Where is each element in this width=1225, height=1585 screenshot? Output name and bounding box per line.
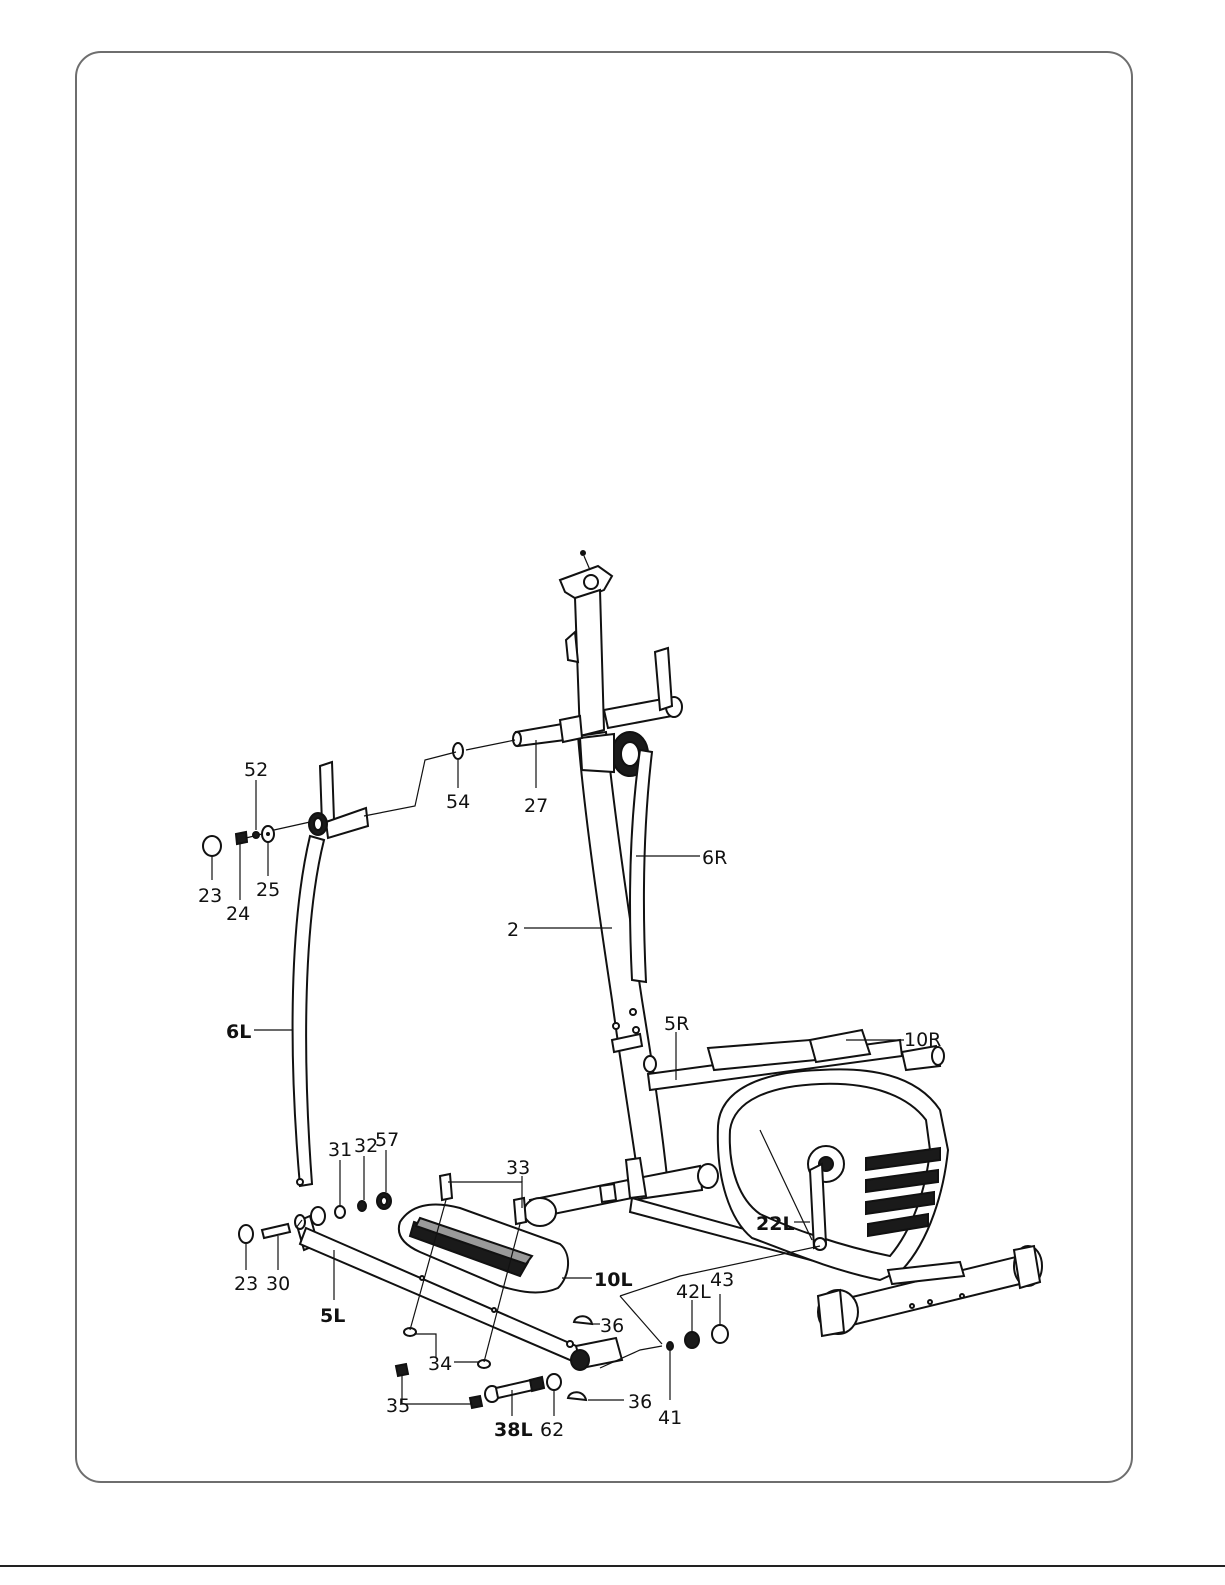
upper-arm-right <box>630 648 672 982</box>
callout-2: 2 <box>507 919 519 941</box>
callout-5L: 5L <box>320 1305 345 1327</box>
callout-35: 35 <box>386 1395 410 1417</box>
callout-6R: 6R <box>702 847 727 869</box>
callout-10R: 10R <box>904 1029 941 1051</box>
callout-54: 54 <box>446 791 470 813</box>
callout-36-lower: 36 <box>628 1391 652 1413</box>
callout-41: 41 <box>658 1407 682 1429</box>
callout-34: 34 <box>428 1353 452 1375</box>
callout-10L: 10L <box>594 1269 633 1291</box>
callout-23-top: 23 <box>198 885 222 907</box>
flywheel-shroud <box>718 1069 964 1284</box>
callout-62: 62 <box>540 1419 564 1441</box>
callout-22L: 22L <box>756 1213 795 1235</box>
callout-24: 24 <box>226 903 250 925</box>
callout-6L: 6L <box>226 1021 251 1043</box>
page-bottom-rule <box>0 1565 1225 1567</box>
callout-43: 43 <box>710 1269 734 1291</box>
callout-57: 57 <box>375 1129 399 1151</box>
callout-31: 31 <box>328 1139 352 1161</box>
callout-36-upper: 36 <box>600 1315 624 1337</box>
callout-38L: 38L <box>494 1419 533 1441</box>
main-frame-upright <box>560 550 668 1190</box>
callout-27: 27 <box>524 795 548 817</box>
callout-52: 52 <box>244 759 268 781</box>
callout-42L: 42L <box>676 1281 711 1303</box>
upper-arm-left <box>293 762 368 1186</box>
callout-5R: 5R <box>664 1013 689 1035</box>
callout-25: 25 <box>256 879 280 901</box>
callout-30: 30 <box>266 1273 290 1295</box>
callout-23-bottom: 23 <box>234 1273 258 1295</box>
callout-33: 33 <box>506 1157 530 1179</box>
